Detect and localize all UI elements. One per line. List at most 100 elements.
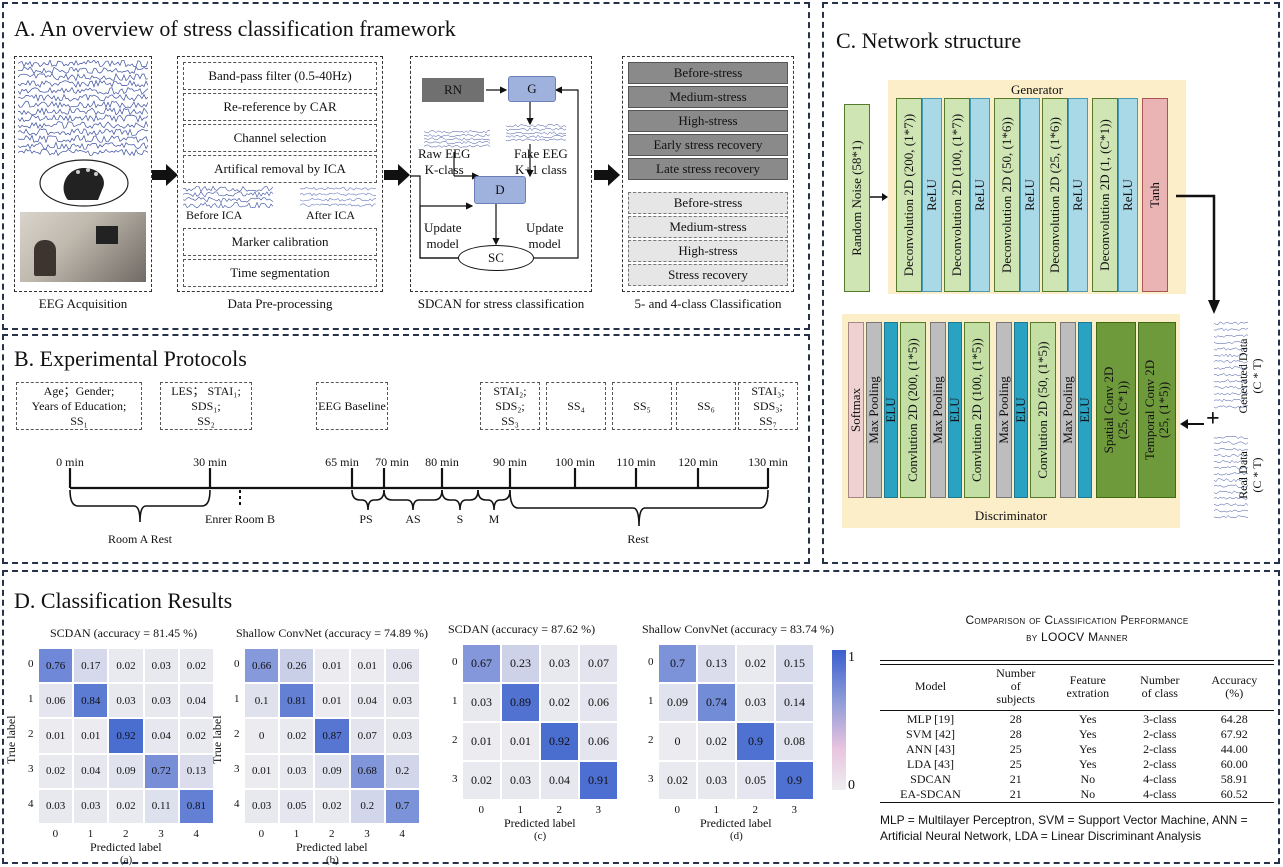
generator-layer: ReLU <box>1118 98 1138 292</box>
x-tick-label: 2 <box>556 804 563 816</box>
photo-screen <box>96 226 118 244</box>
discriminator-layer-label: Max Pooling <box>866 376 881 444</box>
y-tick-label: 3 <box>234 763 240 776</box>
sdcan-flow-arrows <box>410 86 579 259</box>
y-tick-label: 4 <box>28 798 34 811</box>
confusion-matrix-cell: 0.26 <box>279 648 315 684</box>
timeline-tick-label: 0 min <box>56 455 84 469</box>
confusion-matrix-cell: 0.04 <box>178 683 214 719</box>
y-tick-label: 2 <box>234 728 240 740</box>
table-cell: 28 <box>1009 712 1022 726</box>
plus-icon: + <box>1206 406 1220 432</box>
before-ica-label: Before ICA <box>186 208 243 222</box>
timeline-segment-label: M <box>488 512 500 526</box>
eeg-signal-image <box>18 60 148 156</box>
confusion-matrix-title: Shallow ConvNet (accuracy = 74.89 %) <box>236 626 429 640</box>
class-five-item: Late stress recovery <box>628 158 788 180</box>
confusion-matrix-cell: 0.01 <box>462 722 501 761</box>
discriminator-layer: Temporal Conv 2D(25, (1*5)) <box>1138 322 1176 498</box>
colorbar <box>832 650 846 790</box>
generator-layer: Deconvolution 2D (200, (1*7)) <box>896 98 922 292</box>
y-tick-label: 0 <box>28 657 34 670</box>
discriminator-layer: Softmax <box>848 322 864 498</box>
generator-layer-label: ReLU <box>924 179 939 211</box>
timeline-tick-label: 80 min <box>425 455 459 469</box>
confusion-matrix-cell: 0.06 <box>579 722 618 761</box>
timeline-tick-label: 120 min <box>678 455 718 469</box>
table-cell: 44.00 <box>1220 742 1248 756</box>
fake-eeg-waves <box>506 124 566 142</box>
generator-layer-label: Deconvolution 2D (50, (1*6)) <box>999 117 1014 273</box>
arrow-left-icon <box>1180 419 1204 429</box>
x-tick-label: 4 <box>399 828 405 840</box>
confusion-matrix-cell: 0.11 <box>143 788 179 824</box>
x-tick-label: 0 <box>478 804 485 816</box>
discriminator-layer-label: ELU <box>1077 397 1092 423</box>
confusion-matrix-cell: 0.89 <box>501 683 540 722</box>
discriminator-layer-label: Max Pooling <box>996 376 1011 444</box>
discriminator-label: Discriminator <box>974 508 1048 523</box>
panel-a-title: A. An overview of stress classification … <box>14 16 456 41</box>
protocol-box-line: Years of Education; <box>31 398 127 413</box>
timeline-segment-label: Enrer Room B <box>205 512 275 526</box>
confusion-matrix-cell: 0.72 <box>143 753 179 789</box>
sc-block: SC <box>458 245 534 271</box>
confusion-matrix-cell: 0.02 <box>108 788 144 824</box>
y-tick-label: 0 <box>234 657 240 670</box>
protocol-box-line: LES； STAI₁; <box>171 383 241 398</box>
table-cell: 64.28 <box>1220 712 1248 726</box>
confusion-matrix-cell: 0 <box>244 718 280 754</box>
generator-layer-label: Deconvolution 2D (100, (1*7)) <box>949 113 964 277</box>
y-axis-label: True label <box>4 715 18 764</box>
discriminator-layer: Max Pooling <box>866 322 882 498</box>
confusion-matrix-cell: 0.09 <box>108 753 144 789</box>
confusion-matrix-cell: 0.07 <box>579 644 618 683</box>
confusion-matrix-cell: 0.2 <box>349 788 385 824</box>
confusion-matrix-cell: 0.03 <box>244 788 280 824</box>
confusion-matrix-cell: 0.84 <box>73 683 109 719</box>
table-cell: 3-class <box>1143 712 1177 726</box>
x-tick-label: 0 <box>52 828 59 840</box>
table-footnote: MLP = Multilayer Perceptron, SVM = Suppo… <box>880 813 1248 843</box>
discriminator-layer: Max Pooling <box>930 322 946 498</box>
colorbar-max: 1 <box>848 650 855 665</box>
confusion-matrix-cell: 0.03 <box>384 718 420 754</box>
eeg-acquisition-caption: EEG Acquisition <box>38 296 128 311</box>
generator-layer: Deconvolution 2D (100, (1*7)) <box>944 98 970 292</box>
head-electrodes-image <box>39 159 129 207</box>
confusion-matrix-cell: 0.07 <box>349 718 385 754</box>
class-four-item: High-stress <box>628 240 788 262</box>
y-tick-label: 1 <box>648 694 654 707</box>
confusion-matrix-cell: 0.04 <box>73 753 109 789</box>
confusion-matrix-cell: 0.03 <box>143 683 179 719</box>
y-tick-label: 3 <box>648 772 654 785</box>
protocol-box: Age；Gender;Years of Education;SS₁ <box>16 382 142 430</box>
raw-eeg-waves <box>424 130 490 148</box>
confusion-matrix-cell: 0.7 <box>658 644 697 683</box>
panel-c <box>822 2 1280 564</box>
discriminator-layer-label: ELU <box>1013 397 1028 423</box>
confusion-matrix-cell: 0.01 <box>349 648 385 684</box>
table-cell: Yes <box>1079 742 1097 756</box>
generated-data-waves <box>1214 321 1248 409</box>
y-tick-label: 2 <box>28 728 34 740</box>
y-tick-label: 0 <box>452 655 458 668</box>
confusion-matrix-cell: 0.01 <box>314 648 350 684</box>
protocol-box-line: STAI₃; <box>751 383 785 398</box>
timeline-segment-label: Room A Rest <box>107 532 173 546</box>
confusion-matrix-cell: 0.01 <box>38 718 74 754</box>
confusion-matrix-cell: 0.06 <box>579 683 618 722</box>
before-ica-waves <box>183 186 273 208</box>
random-noise-layer: Random Noise (58*1) <box>844 104 870 292</box>
table-cell: SDCAN <box>910 772 951 786</box>
confusion-matrix-cell: 0.15 <box>775 644 814 683</box>
x-tick-label: 3 <box>158 828 164 840</box>
confusion-matrix-cell: 0.17 <box>73 648 109 684</box>
x-tick-label: 2 <box>329 828 335 840</box>
discriminator-layer-label: Convlution 2D (50, (1*5)) <box>1035 341 1050 479</box>
confusion-matrix-cell: 0.02 <box>658 761 697 800</box>
